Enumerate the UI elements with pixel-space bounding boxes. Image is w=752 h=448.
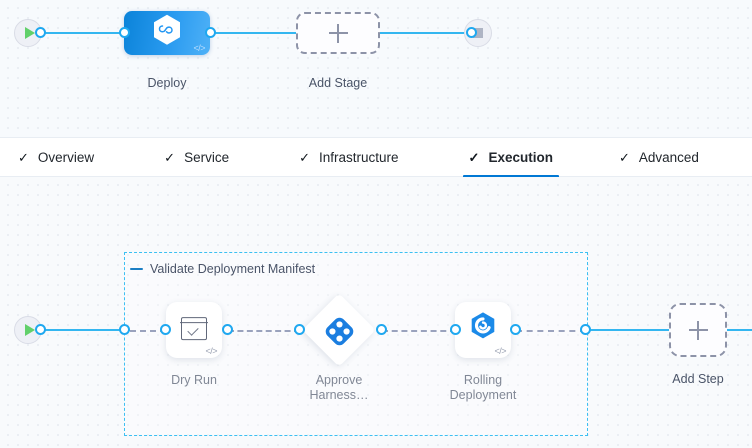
link-dryrun-to-approve [228,330,300,332]
step-group-title: Validate Deployment Manifest [150,262,316,276]
tab-label: Advanced [638,149,699,165]
stage-label-deploy: Deploy [147,76,187,90]
port-dryrun-out[interactable] [222,324,233,335]
collapse-dash-icon[interactable] [130,267,143,271]
stage-config-tabs: ✓ Overview ✓ Service ✓ Infrastructure ✓ … [0,137,752,178]
code-badge-icon: </> [494,346,506,356]
step-node-dry-run[interactable]: </> [166,302,222,358]
port-deploy-in[interactable] [119,27,130,38]
check-icon: ✓ [618,149,630,165]
stop-icon [473,28,483,38]
check-icon: ✓ [164,149,176,165]
add-stage-label: Add Stage [308,76,368,90]
port-group-in[interactable] [119,324,130,335]
link-group-in-to-dryrun [130,330,166,332]
check-icon: ✓ [18,149,29,165]
link-approve-to-rolling [382,330,456,332]
port-group-out[interactable] [580,324,591,335]
port-end-in[interactable] [466,27,477,38]
shell-script-check-icon [180,317,208,341]
play-icon [24,324,35,336]
tab-execution[interactable]: ✓ Execution [457,138,565,178]
plus-icon [328,23,348,43]
tab-overview[interactable]: ✓ Overview [6,138,106,177]
code-badge-icon: </> [205,346,217,356]
check-icon: ✓ [299,149,310,165]
play-icon [24,27,35,39]
step-group-header[interactable]: Validate Deployment Manifest [130,262,315,276]
link-deploy-to-addstage [205,32,303,34]
step-label-rolling-deployment: Rolling Deployment [449,373,517,402]
code-badge-icon: </> [193,43,205,53]
port-rolling-out[interactable] [510,324,521,335]
link-addstep-outgoing [724,329,752,331]
tab-service[interactable]: ✓ Service [152,138,241,177]
execution-graph-canvas[interactable]: Validate Deployment Manifest </> Dry Run [0,177,752,448]
check-glyph [187,324,199,336]
tab-label: Service [184,149,230,165]
add-step-label: Add Step [672,372,724,386]
port-start-out[interactable] [35,27,46,38]
link-start-to-group [40,329,130,331]
active-tab-underline [462,174,559,178]
tab-infrastructure[interactable]: ✓ Infrastructure [287,138,410,177]
add-stage-button[interactable] [296,12,380,54]
stage-node-deploy[interactable]: </> [124,11,210,55]
check-icon: ✓ [468,149,480,165]
step-label-dry-run: Dry Run [171,373,217,387]
stage-graph-canvas[interactable]: </> Deploy Add Stage [0,0,752,137]
tab-label: Execution [488,149,553,165]
link-start-to-deploy [40,32,130,34]
link-rolling-to-group-out [516,330,586,332]
port-rolling-in[interactable] [450,324,461,335]
harness-hexagon-icon [152,14,182,51]
plus-icon [688,320,708,340]
link-group-to-addstep [586,329,674,331]
step-label-approve-harness: Approve Harness… [309,373,369,402]
tab-advanced[interactable]: ✓ Advanced [607,138,711,177]
approval-diamond-icon [325,317,354,351]
tab-label: Infrastructure [319,149,399,165]
rolling-deployment-icon [468,310,498,345]
port-dryrun-in[interactable] [160,324,171,335]
tab-label: Overview [37,149,95,165]
link-addstage-to-end [375,32,473,34]
add-step-button[interactable] [669,303,727,357]
port-approve-out[interactable] [376,324,387,335]
port-approve-in[interactable] [294,324,305,335]
step-node-rolling-deployment[interactable]: </> [455,302,511,358]
port-exec-start-out[interactable] [35,324,46,335]
port-deploy-out[interactable] [205,27,216,38]
